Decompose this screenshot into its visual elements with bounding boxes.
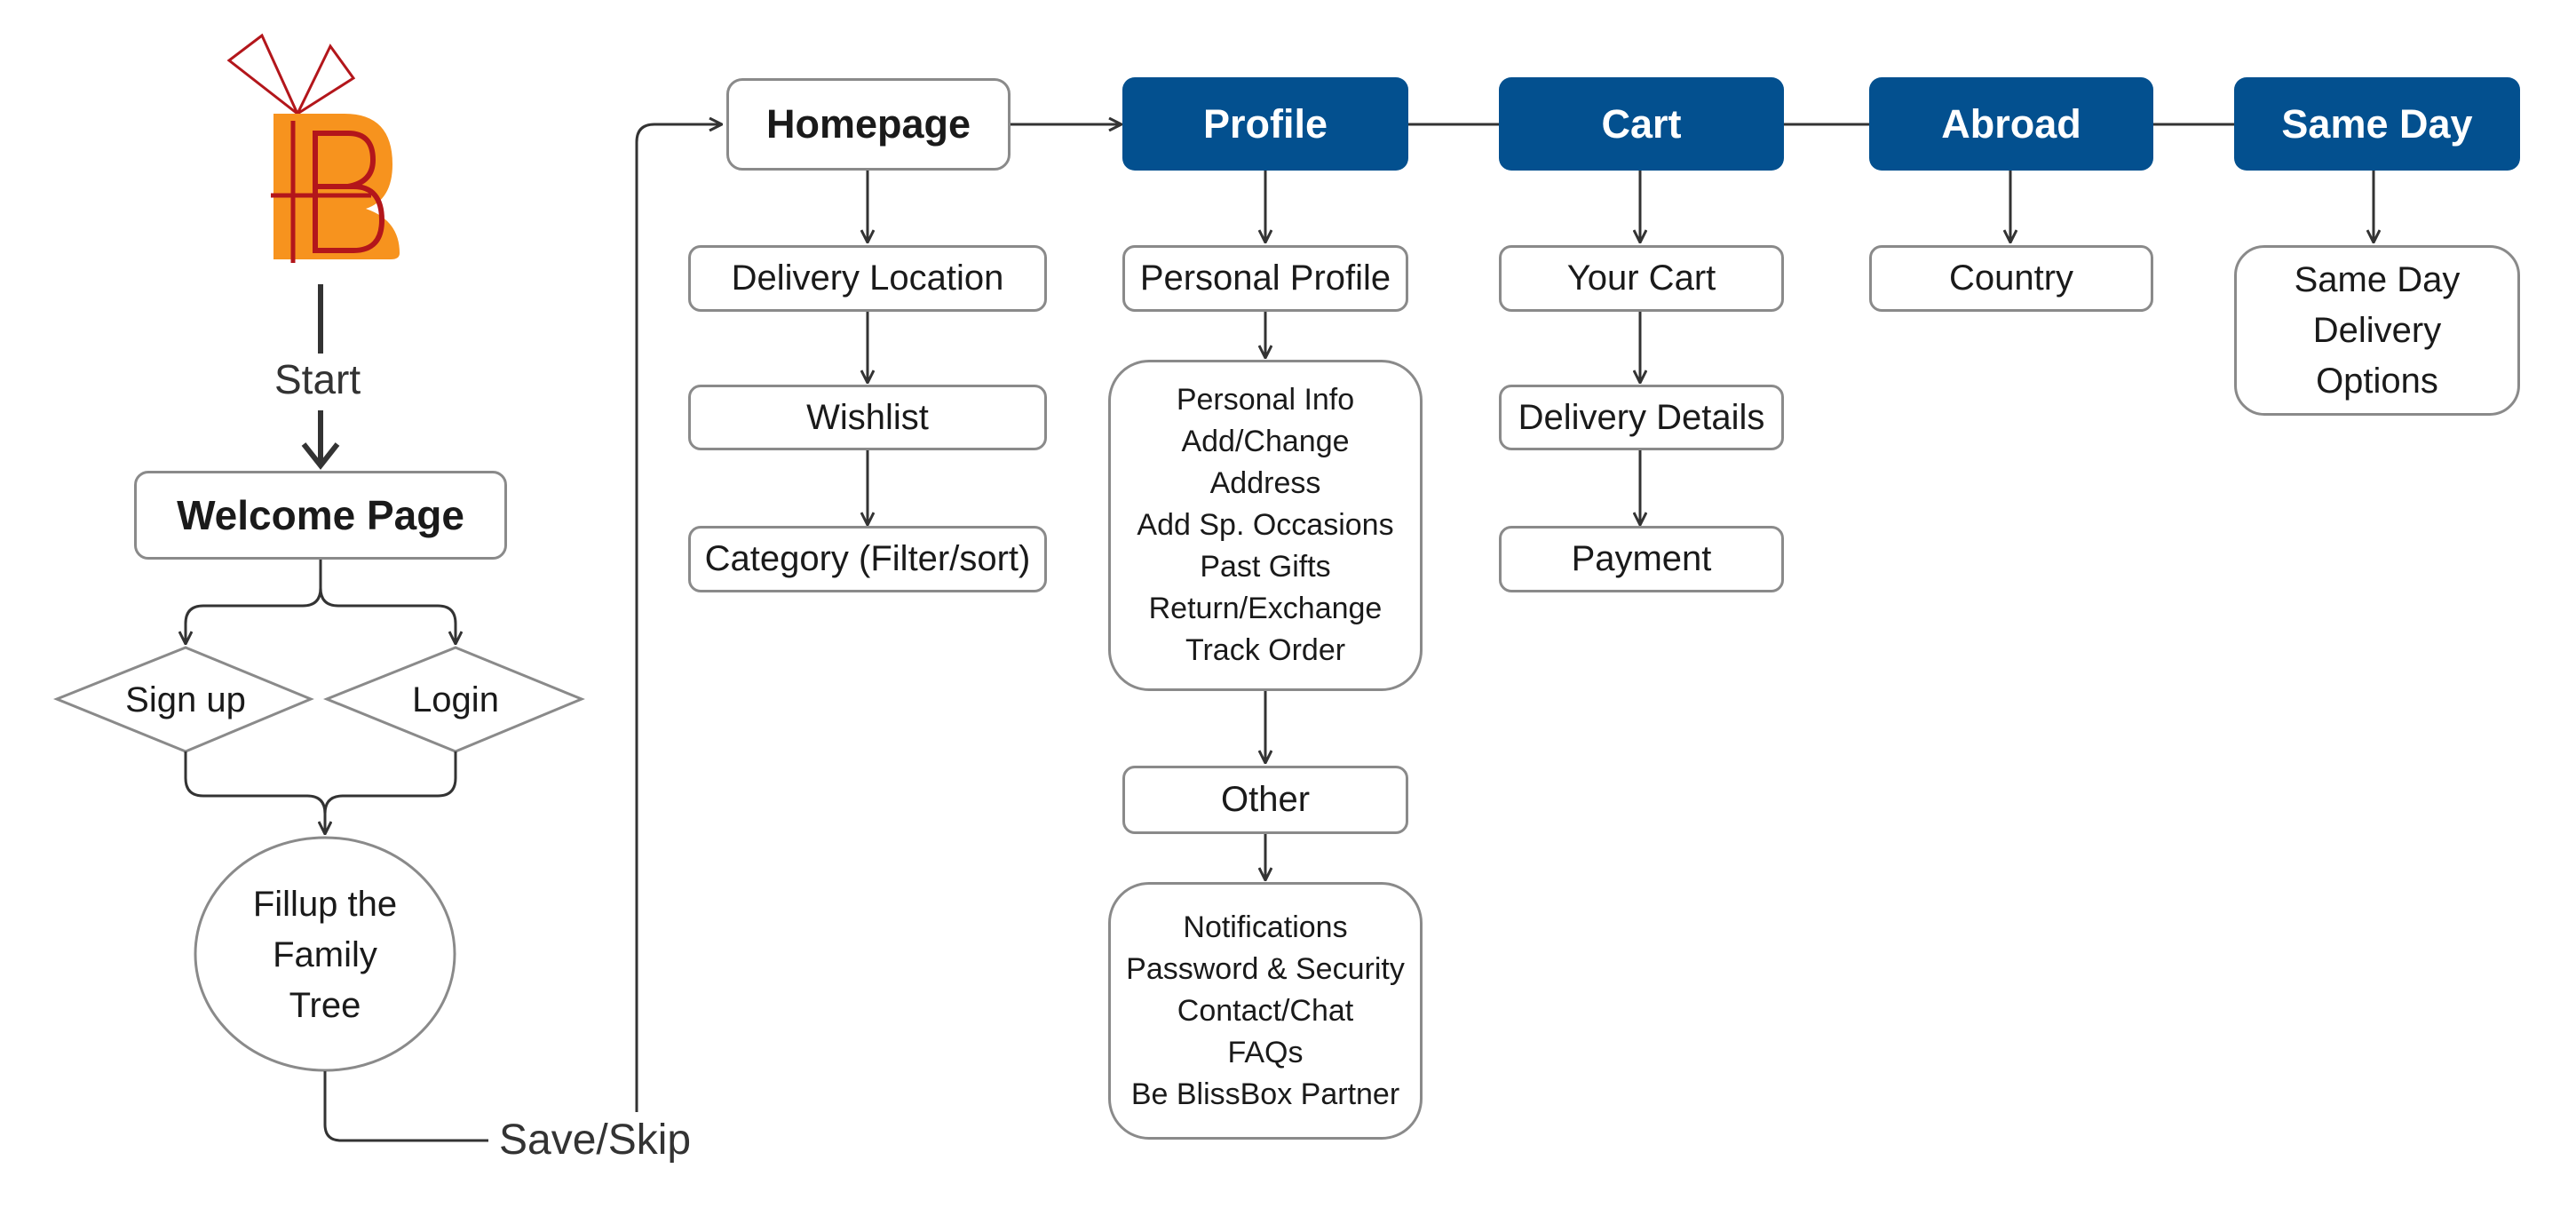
- homepage-title: Homepage: [765, 101, 971, 147]
- save-to-homepage-connector: [635, 124, 721, 1112]
- blissbox-logo-icon: [226, 33, 400, 263]
- category-box[interactable]: Category (Filter/sort): [688, 526, 1047, 592]
- abroad-header[interactable]: Abroad: [1869, 77, 2153, 171]
- your-cart-label: Your Cart: [1566, 258, 1716, 298]
- wishlist-label: Wishlist: [806, 397, 929, 437]
- cart-header[interactable]: Cart: [1499, 77, 1784, 171]
- profile-title: Profile: [1202, 100, 1328, 147]
- login-label: Login: [412, 680, 499, 719]
- welcome-to-login-connector: [319, 587, 456, 643]
- same-day-header[interactable]: Same Day: [2234, 77, 2520, 171]
- personal-profile-box[interactable]: Personal Profile: [1122, 245, 1408, 312]
- other-details-list: Notifications Password & Security Contac…: [1126, 910, 1405, 1111]
- same-day-options-box[interactable]: Same Day Delivery Options: [2234, 245, 2520, 416]
- delivery-location-box[interactable]: Delivery Location: [688, 245, 1047, 312]
- other-label: Other: [1220, 780, 1311, 819]
- delivery-details-box[interactable]: Delivery Details: [1499, 385, 1784, 450]
- start-label: Start: [274, 356, 361, 402]
- family-tree-label: Fillup the Family Tree: [252, 884, 398, 1025]
- delivery-location-label: Delivery Location: [731, 258, 1004, 298]
- other-details-box[interactable]: Notifications Password & Security Contac…: [1108, 882, 1423, 1140]
- country-box[interactable]: Country: [1869, 245, 2153, 312]
- country-label: Country: [1948, 258, 2074, 298]
- delivery-details-label: Delivery Details: [1518, 397, 1765, 437]
- welcome-page-label: Welcome Page: [177, 492, 464, 538]
- payment-label: Payment: [1571, 539, 1712, 578]
- personal-details-box[interactable]: Personal Info Add/Change Address Add Sp.…: [1108, 360, 1423, 691]
- personal-profile-label: Personal Profile: [1139, 258, 1391, 298]
- same-day-options-label: Same Day Delivery Options: [2294, 259, 2461, 401]
- your-cart-box[interactable]: Your Cart: [1499, 245, 1784, 312]
- profile-header[interactable]: Profile: [1122, 77, 1408, 171]
- category-label: Category (Filter/sort): [704, 539, 1031, 578]
- other-box[interactable]: Other: [1122, 766, 1408, 834]
- sign-up-label: Sign up: [125, 680, 246, 719]
- welcome-page-box[interactable]: Welcome Page: [134, 471, 507, 560]
- signup-to-family-connector: [184, 751, 325, 833]
- homepage-box[interactable]: Homepage: [726, 78, 1011, 171]
- wishlist-box[interactable]: Wishlist: [688, 385, 1047, 450]
- save-skip-label: Save/Skip: [499, 1117, 692, 1164]
- abroad-title: Abroad: [1941, 100, 2081, 147]
- family-tree-label-wrap: Fillup the Family Tree: [218, 875, 432, 1035]
- payment-box[interactable]: Payment: [1499, 526, 1784, 592]
- cart-title: Cart: [1601, 100, 1682, 147]
- family-to-save-connector: [323, 1071, 488, 1142]
- welcome-to-signup-connector: [186, 560, 322, 643]
- same-day-title: Same Day: [2281, 100, 2473, 147]
- family-tree-circle[interactable]: [194, 836, 456, 1072]
- personal-details-list: Personal Info Add/Change Address Add Sp.…: [1137, 383, 1394, 667]
- login-to-family-connector: [323, 751, 457, 815]
